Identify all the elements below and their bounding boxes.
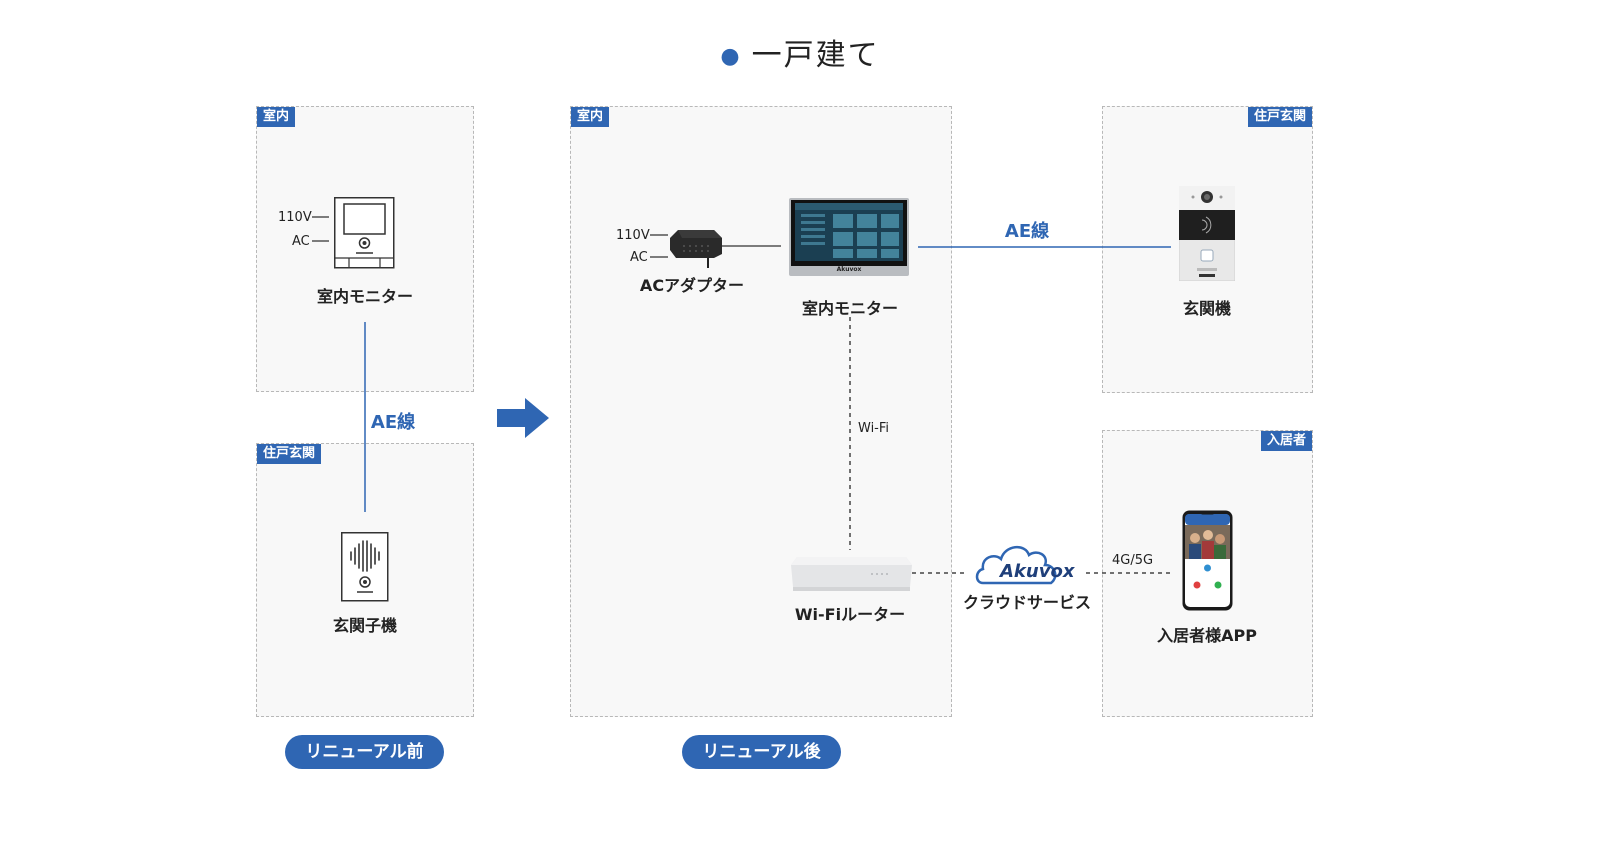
after-monitor-label: 室内モニター bbox=[801, 299, 899, 318]
before-power-ac: AC bbox=[292, 234, 310, 249]
before-indoor-tag: 室内 bbox=[257, 107, 296, 127]
before-door-unit-label: 玄関子機 bbox=[332, 616, 398, 635]
before-entrance-tag: 住戸玄関 bbox=[257, 444, 322, 464]
before-cable-label: AE線 bbox=[370, 412, 416, 433]
cloud-logo-text: Akuvox bbox=[1000, 561, 1075, 582]
after-power-v: 110V bbox=[616, 228, 650, 243]
before-monitor-label: 室内モニター bbox=[316, 287, 414, 306]
entrance-cable-label: AE線 bbox=[1004, 221, 1050, 242]
monitor-brand-text: Akuvox bbox=[836, 266, 862, 273]
ac-adapter-icon bbox=[670, 230, 722, 268]
wifi-router-icon bbox=[791, 557, 912, 591]
after-caption-pill: リニューアル後 bbox=[682, 735, 841, 769]
entrance-device-label: 玄関機 bbox=[1182, 299, 1232, 318]
legacy-door-station-icon bbox=[341, 532, 389, 602]
after-indoor-tag: 室内 bbox=[571, 107, 610, 127]
before-caption-pill: リニューアル前 bbox=[285, 735, 444, 769]
page-title: ● 一戸建て bbox=[0, 30, 1600, 74]
after-adapter-label: ACアダプター bbox=[639, 276, 745, 295]
smart-indoor-monitor: Akuvox bbox=[789, 198, 909, 276]
transition-arrow-icon bbox=[497, 398, 549, 438]
cloud-service-icon bbox=[975, 546, 1057, 585]
network-label: 4G/5G bbox=[1112, 553, 1154, 568]
before-power-v: 110V bbox=[278, 210, 312, 225]
router-label: Wi-Fiルーター bbox=[794, 605, 906, 624]
after-power-ac: AC bbox=[630, 250, 648, 265]
page-title-text: 一戸建て bbox=[751, 38, 880, 73]
wifi-label: Wi-Fi bbox=[858, 421, 890, 436]
resident-app-label: 入居者様APP bbox=[1157, 626, 1257, 645]
smartphone-app-icon bbox=[1182, 510, 1233, 611]
bullet-dot-icon: ● bbox=[720, 44, 742, 69]
door-station-icon bbox=[1179, 186, 1235, 281]
legacy-monitor-icon bbox=[334, 197, 395, 269]
cloud-label: クラウドサービス bbox=[962, 593, 1092, 612]
entrance-tag: 住戸玄関 bbox=[1247, 107, 1312, 127]
resident-tag: 入居者 bbox=[1260, 431, 1312, 451]
